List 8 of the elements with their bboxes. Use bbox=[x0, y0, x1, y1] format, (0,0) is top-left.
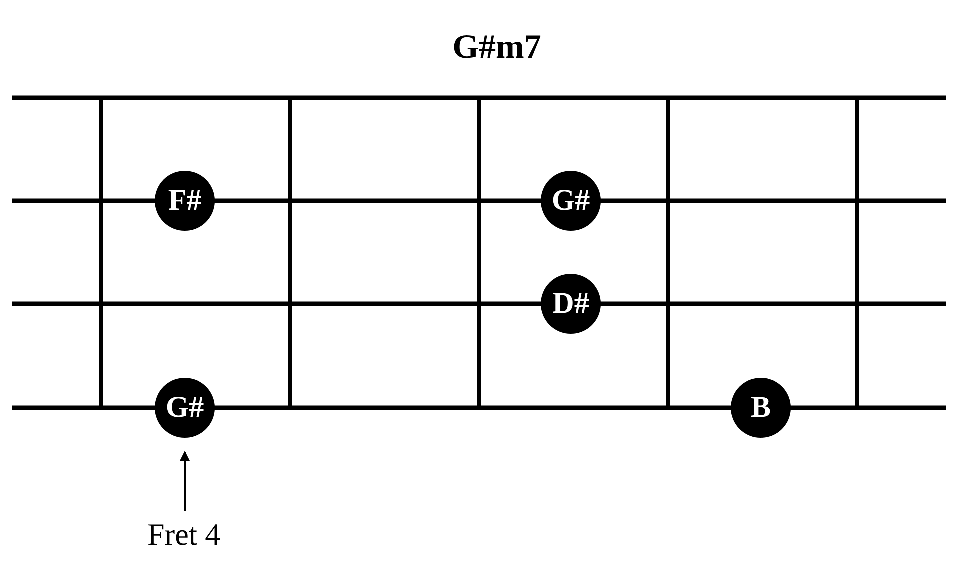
note-marker: F# bbox=[155, 171, 215, 231]
note-marker: G# bbox=[541, 171, 601, 231]
fret-label: Fret 4 bbox=[148, 517, 221, 553]
note-marker: B bbox=[731, 378, 791, 438]
chord-title: G#m7 bbox=[452, 28, 542, 68]
note-marker: G# bbox=[155, 378, 215, 438]
arrow bbox=[180, 451, 190, 511]
note-marker: D# bbox=[541, 274, 601, 334]
